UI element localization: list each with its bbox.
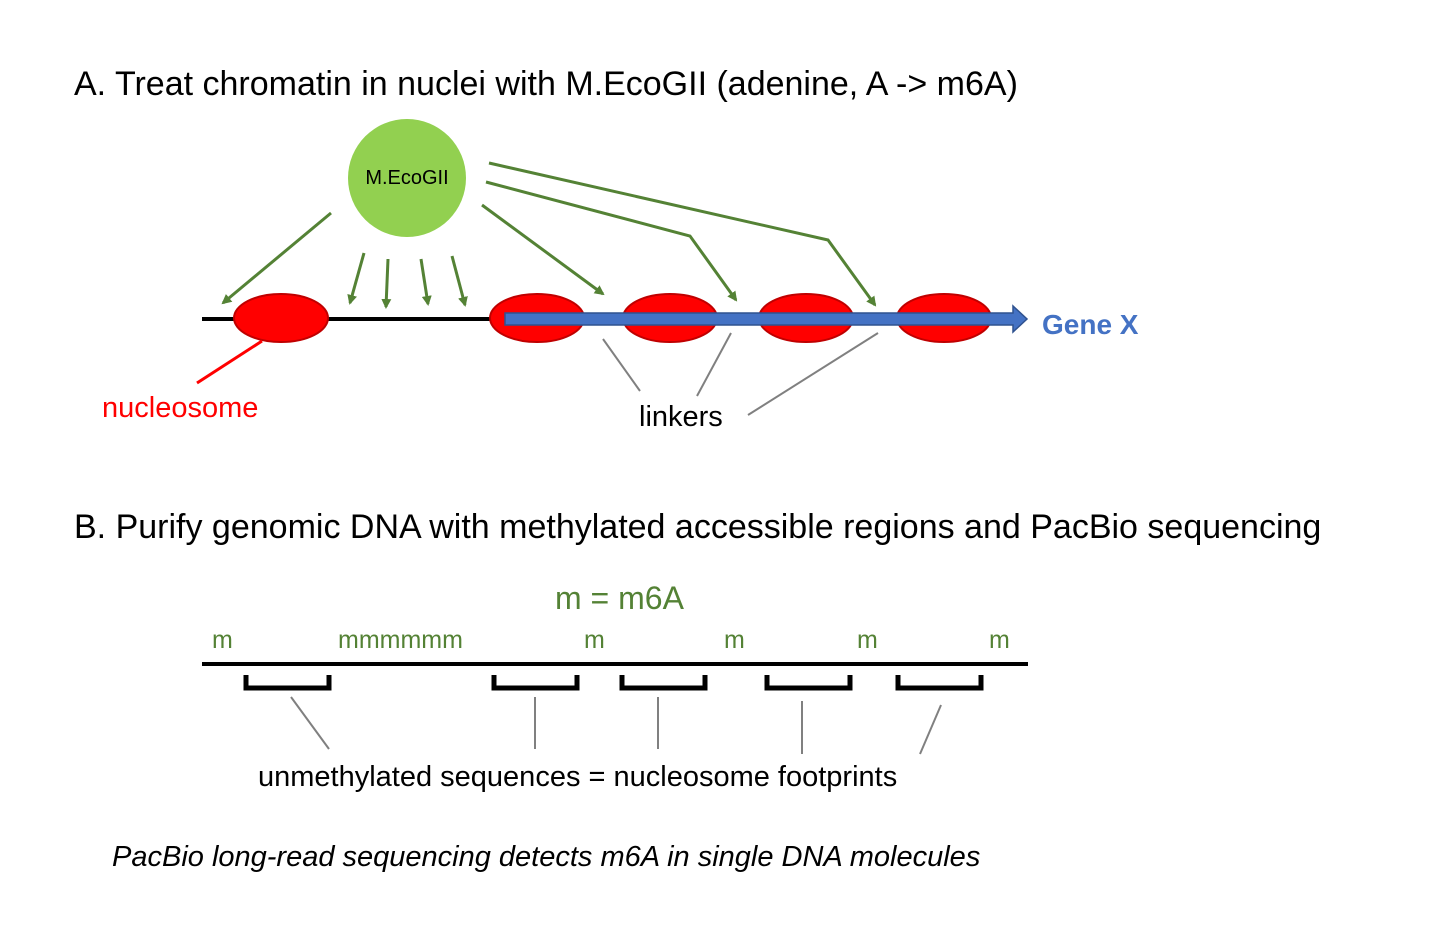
- nucleosome-label: nucleosome: [102, 392, 258, 424]
- methylation-arrow-8: [488, 161, 877, 307]
- nucleosome-pointer: [196, 339, 263, 385]
- footprint-bracket-4: [764, 675, 853, 691]
- methyl-mark-2: mmmmmm: [338, 626, 463, 654]
- methylation-arrow-5: [450, 255, 468, 307]
- methylation-legend: m = m6A: [555, 580, 685, 616]
- methyl-mark-1: m: [212, 626, 233, 654]
- footprints-label: unmethylated sequences = nucleosome foot…: [258, 761, 897, 793]
- methyl-mark-5: m: [857, 626, 878, 654]
- methylation-arrow-3: [381, 258, 392, 309]
- footprint-pointers: [290, 696, 942, 755]
- footprint-pointer-1: [290, 696, 330, 750]
- linker-pointer-1: [602, 338, 641, 392]
- panel-b-heading: B. Purify genomic DNA with methylated ac…: [74, 508, 1321, 546]
- methylation-arrows: [221, 161, 877, 309]
- footprint-bracket-3: [619, 675, 708, 691]
- linkers-label: linkers: [639, 401, 723, 433]
- footprint-pointer-5: [919, 704, 942, 755]
- methylation-arrow-1: [221, 211, 332, 305]
- linker-pointer-2: [696, 332, 732, 397]
- methyl-mark-3: m: [584, 626, 605, 654]
- footprint-bracket-1: [243, 675, 332, 691]
- methyl-mark-6: m: [989, 626, 1010, 654]
- methylation-arrow-4: [419, 258, 432, 306]
- panel-a-heading: A. Treat chromatin in nuclei with M.EcoG…: [74, 65, 1018, 103]
- gene-x-label: Gene X: [1042, 309, 1139, 340]
- methylation-arrow-6: [481, 203, 605, 296]
- methylation-arrow-7: [485, 180, 738, 302]
- pacbio-note: PacBio long-read sequencing detects m6A …: [112, 841, 980, 873]
- m-ecogii-label: M.EcoGII: [365, 167, 448, 189]
- gene-x-arrow: [504, 304, 1029, 334]
- footprint-brackets: [243, 675, 984, 691]
- m-ecogii-enzyme: [348, 119, 466, 237]
- methylation-arrow-2: [347, 252, 366, 305]
- linker-pointer-3: [747, 332, 879, 416]
- footprint-bracket-2: [491, 675, 580, 691]
- methyl-mark-4: m: [724, 626, 745, 654]
- footprint-bracket-5: [895, 675, 984, 691]
- nucleosome-1: [233, 293, 329, 343]
- linker-pointers: [602, 332, 879, 416]
